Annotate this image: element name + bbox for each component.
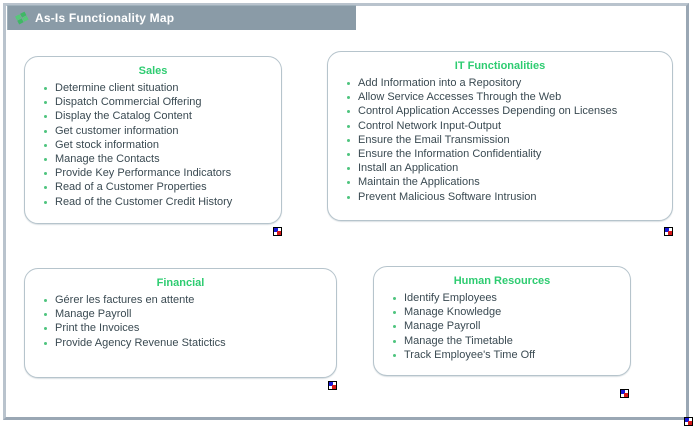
list-item[interactable]: Manage the Contacts bbox=[43, 152, 281, 166]
list-item[interactable]: Maintain the Applications bbox=[346, 175, 672, 189]
list-item[interactable]: Manage Payroll bbox=[392, 319, 630, 333]
list-item[interactable]: Dispatch Commercial Offering bbox=[43, 95, 281, 109]
list-item[interactable]: Manage Knowledge bbox=[392, 305, 630, 319]
resize-handle-badge-canvas[interactable] bbox=[684, 417, 693, 426]
resize-handle-badge-it-functionalities[interactable] bbox=[664, 227, 673, 236]
resize-handle-badge-financial[interactable] bbox=[328, 381, 337, 390]
group-box-human-resources[interactable]: Human Resources Identify Employees Manag… bbox=[373, 266, 631, 376]
group-title-it-functionalities: IT Functionalities bbox=[454, 60, 546, 72]
group-list-sales: Determine client situation Dispatch Comm… bbox=[25, 81, 281, 209]
group-list-financial: Gérer les factures en attente Manage Pay… bbox=[25, 293, 336, 350]
list-item[interactable]: Install an Application bbox=[346, 161, 672, 175]
list-item[interactable]: Get customer information bbox=[43, 124, 281, 138]
list-item[interactable]: Display the Catalog Content bbox=[43, 109, 281, 123]
list-item[interactable]: Determine client situation bbox=[43, 81, 281, 95]
green-diamond-icon bbox=[15, 11, 29, 25]
badge-quadrant-blue bbox=[329, 382, 333, 386]
diagram-title-bar: As-Is Functionality Map bbox=[7, 5, 356, 30]
list-item[interactable]: Ensure the Email Transmission bbox=[346, 133, 672, 147]
list-item[interactable]: Add Information into a Repository bbox=[346, 76, 672, 90]
list-item[interactable]: Provide Agency Revenue Statictics bbox=[43, 336, 336, 350]
list-item[interactable]: Print the Invoices bbox=[43, 321, 336, 335]
list-item[interactable]: Control Application Accesses Depending o… bbox=[346, 104, 672, 118]
list-item[interactable]: Control Network Input-Output bbox=[346, 119, 672, 133]
list-item[interactable]: Gérer les factures en attente bbox=[43, 293, 336, 307]
resize-handle-badge-sales[interactable] bbox=[273, 227, 282, 236]
badge-quadrant-blue bbox=[685, 418, 689, 422]
list-item[interactable]: Track Employee's Time Off bbox=[392, 348, 630, 362]
list-item[interactable]: Prevent Malicious Software Intrusion bbox=[346, 190, 672, 204]
badge-quadrant-red bbox=[688, 421, 692, 425]
group-title-financial: Financial bbox=[156, 277, 205, 289]
badge-quadrant-red bbox=[332, 385, 336, 389]
list-item[interactable]: Ensure the Information Confidentiality bbox=[346, 147, 672, 161]
group-box-sales[interactable]: Sales Determine client situation Dispatc… bbox=[24, 56, 282, 224]
badge-quadrant-red bbox=[277, 231, 281, 235]
list-item[interactable]: Identify Employees bbox=[392, 291, 630, 305]
badge-quadrant-red bbox=[668, 231, 672, 235]
list-item[interactable]: Read of a Customer Properties bbox=[43, 180, 281, 194]
badge-quadrant-red bbox=[624, 393, 628, 397]
group-title-human-resources: Human Resources bbox=[453, 275, 551, 287]
badge-quadrant-blue bbox=[274, 228, 278, 232]
list-item[interactable]: Allow Service Accesses Through the Web bbox=[346, 90, 672, 104]
badge-quadrant-blue bbox=[665, 228, 669, 232]
resize-handle-badge-human-resources[interactable] bbox=[620, 389, 629, 398]
list-item[interactable]: Manage the Timetable bbox=[392, 334, 630, 348]
group-list-human-resources: Identify Employees Manage Knowledge Mana… bbox=[374, 291, 630, 362]
group-box-financial[interactable]: Financial Gérer les factures en attente … bbox=[24, 268, 337, 378]
list-item[interactable]: Manage Payroll bbox=[43, 307, 336, 321]
group-list-it-functionalities: Add Information into a Repository Allow … bbox=[328, 76, 672, 204]
group-title-sales: Sales bbox=[138, 65, 168, 77]
badge-quadrant-blue bbox=[621, 390, 625, 394]
list-item[interactable]: Read of the Customer Credit History bbox=[43, 195, 281, 209]
list-item[interactable]: Get stock information bbox=[43, 138, 281, 152]
page-title: As-Is Functionality Map bbox=[35, 11, 175, 25]
list-item[interactable]: Provide Key Performance Indicators bbox=[43, 166, 281, 180]
group-box-it-functionalities[interactable]: IT Functionalities Add Information into … bbox=[327, 51, 673, 221]
